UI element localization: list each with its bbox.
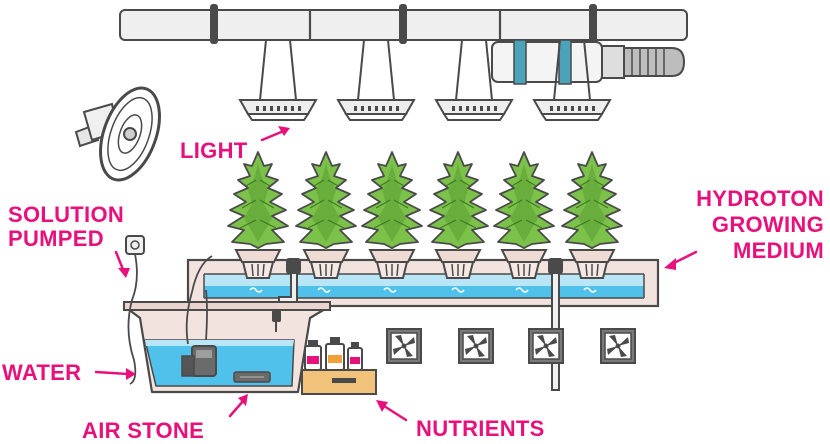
label-hydroton-line1: HYDROTON [696,186,824,211]
nutrient-box [301,369,377,395]
label-solution-pumped-line1: SOLUTION [8,202,124,227]
reservoir [122,301,332,394]
label-hydroton-line3: MEDIUM [733,238,824,263]
drip-connector [272,310,281,332]
power-outlet-icon [125,235,213,385]
label-solution-pumped-line2: PUMPED [8,226,104,251]
fan-icon [74,86,161,182]
label-light: LIGHT [180,138,248,163]
label-nutrients: NUTRIENTS [416,416,545,441]
label-arrows [94,126,698,422]
air-stone-icon [233,371,271,383]
label-air-stone: AIR STONE [82,418,204,443]
pump-icon [181,345,217,377]
label-water: WATER [2,360,81,385]
label-hydroton-line2: GROWING [712,212,824,237]
vent-fan-icon [386,328,636,364]
ballast-unit [491,39,686,85]
return-pipe [548,258,563,391]
light-rail [119,4,688,44]
nutrient-bottle-icon [304,337,363,371]
